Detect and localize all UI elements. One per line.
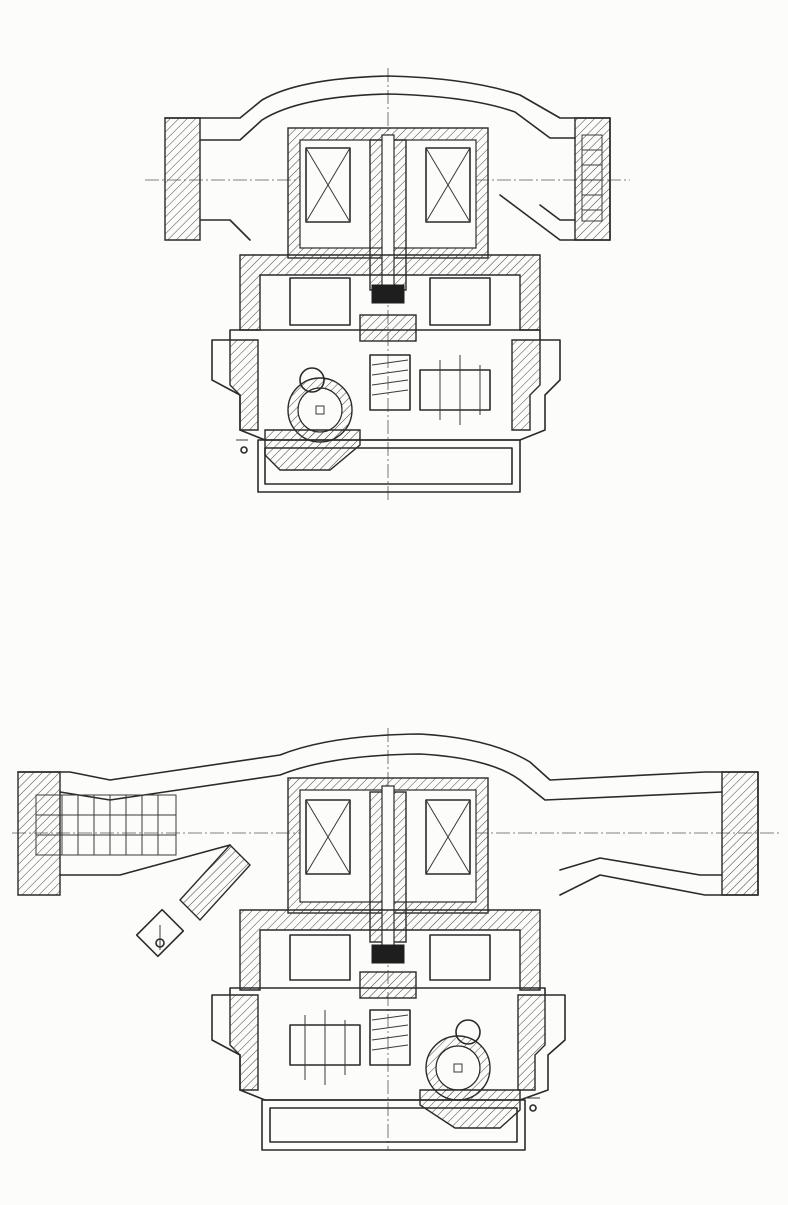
register-cover	[261, 1099, 526, 1151]
coil-right	[425, 147, 471, 223]
impeller-chamber-right	[429, 277, 491, 326]
inlet-flange	[164, 117, 201, 241]
small-gear	[299, 367, 325, 393]
impeller-chamber-left	[289, 934, 351, 981]
pump-cover	[239, 909, 541, 991]
coil-right	[425, 799, 471, 875]
register-housing	[211, 329, 561, 441]
bearing	[371, 284, 405, 304]
seal-screw	[529, 1104, 537, 1112]
gear-train	[369, 354, 411, 411]
inner-passage	[59, 753, 723, 801]
impeller-chamber-right	[429, 934, 491, 981]
coil-left	[305, 147, 351, 223]
gear-train	[369, 1009, 411, 1066]
impeller-chamber-left	[289, 277, 351, 326]
register-cover	[257, 439, 521, 493]
view-short-body	[145, 68, 630, 500]
small-gear	[455, 1019, 481, 1045]
housing-outline	[17, 733, 759, 896]
inner-passage	[199, 93, 576, 141]
coil-left	[305, 799, 351, 875]
coupling	[359, 314, 417, 342]
outlet-flange	[574, 117, 611, 241]
coupling	[359, 971, 417, 999]
register-housing	[211, 987, 566, 1101]
inlet-strainer	[35, 794, 177, 856]
outlet-strainer	[581, 134, 603, 222]
drain-fitting	[179, 843, 251, 922]
housing-outline	[164, 75, 611, 241]
outlet-flange	[721, 771, 759, 896]
view-long-body	[12, 728, 780, 1151]
seal-screw	[240, 446, 248, 454]
inlet-flange	[17, 771, 61, 896]
bearing	[371, 944, 405, 964]
